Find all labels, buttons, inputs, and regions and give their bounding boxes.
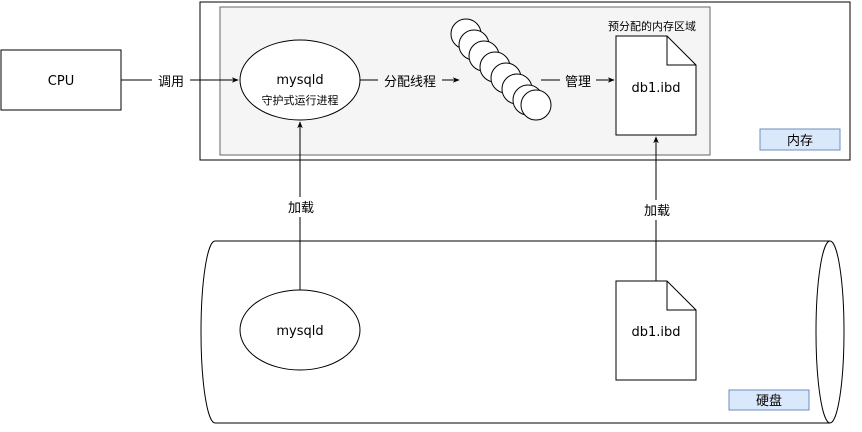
- disk-mysqld-node: mysqld: [239, 289, 361, 371]
- preallocated-region-label: 预分配的内存区域: [608, 19, 696, 33]
- mysqld-process-node: mysqld 守护式运行进程: [239, 39, 361, 121]
- allocate-threads-edge: 分配线程: [360, 71, 460, 91]
- allocate-threads-label: 分配线程: [384, 75, 436, 90]
- disk-badge-label: 硬盘: [756, 393, 782, 409]
- load-label-left: 加载: [288, 201, 314, 216]
- load-mysqld-edge: 加载: [283, 121, 319, 290]
- memory-badge: 内存: [759, 128, 841, 151]
- memory-file-label: db1.ibd: [631, 81, 680, 96]
- manage-edge: 管理: [541, 71, 615, 91]
- cpu-node: CPU: [0, 49, 122, 111]
- mysqld-process-desc: 守护式运行进程: [262, 93, 339, 107]
- disk-badge: 硬盘: [728, 389, 810, 411]
- disk-cylinder-end: [815, 240, 831, 424]
- cpu-label: CPU: [48, 74, 74, 89]
- mysqld-process-name: mysqld: [276, 73, 323, 88]
- call-label: 调用: [158, 75, 184, 90]
- memory-file-node: db1.ibd: [615, 35, 697, 136]
- thread-pool: [450, 18, 552, 121]
- disk-file-label: db1.ibd: [631, 325, 680, 340]
- manage-label: 管理: [565, 75, 591, 90]
- load-file-edge: 加载: [639, 136, 675, 281]
- disk-mysqld-label: mysqld: [276, 324, 323, 339]
- call-edge: 调用: [121, 71, 239, 91]
- thread-circle: [520, 89, 552, 121]
- memory-badge-label: 内存: [787, 133, 813, 149]
- load-label-right: 加载: [644, 204, 670, 219]
- disk-file-node: db1.ibd: [615, 280, 697, 381]
